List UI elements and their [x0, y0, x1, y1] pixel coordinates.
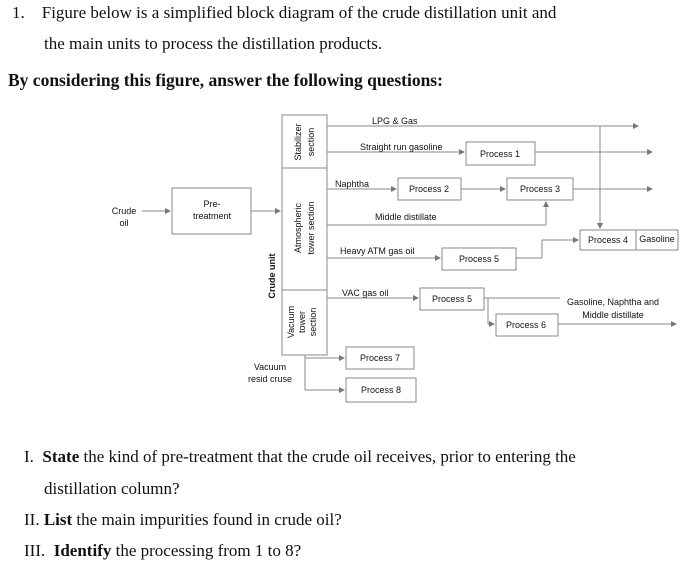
question-3-verb: Identify	[53, 541, 112, 560]
stabilizer-label-1: Stabilizer	[293, 123, 303, 160]
question-1-text: the kind of pre-treatment that the crude…	[79, 447, 576, 466]
question-2-verb: List	[43, 510, 73, 529]
process-4-label: Process 4	[588, 235, 628, 245]
process-1-label: Process 1	[480, 149, 520, 159]
process-7-label: Process 7	[360, 353, 400, 363]
process-1-box	[465, 141, 536, 166]
crude-unit-label: Crude unit	[267, 254, 277, 299]
process-5a-label: Process 5	[459, 254, 499, 264]
process-7-box	[345, 346, 415, 370]
atmospheric-label-1: Atmospheric	[293, 202, 303, 253]
pretreatment-label-1: Pre-	[203, 199, 220, 209]
question-2: II. List the main impurities found in cr…	[24, 510, 342, 530]
process-6-box	[495, 313, 559, 337]
process-2-label: Process 2	[409, 184, 449, 194]
process-3-label: Process 3	[520, 184, 560, 194]
lpg-gas-label: LPG & Gas	[372, 116, 418, 126]
question-intro-line1: 1. Figure below is a simplified block di…	[12, 3, 556, 23]
vacuum-label-1: Vacuum	[286, 306, 296, 338]
question-3: III. Identify the processing from 1 to 8…	[24, 541, 301, 561]
pretreatment-label-2: treatment	[193, 211, 232, 221]
question-intro-line2: the main units to process the distillati…	[44, 34, 383, 53]
vac-gas-oil-label: VAC gas oil	[342, 288, 388, 298]
crude-unit-column	[281, 114, 328, 356]
naphtha-label: Naphtha	[335, 179, 369, 189]
process-5a-box	[441, 247, 517, 271]
vacuum-label-2: tower	[297, 311, 307, 333]
question-1-line2: distillation column?	[44, 479, 180, 498]
question-2-text: the main impurities found in crude oil?	[72, 510, 342, 529]
vacuum-resid-label-2: resid cruse	[248, 374, 292, 384]
stabilizer-label-2: section	[306, 128, 316, 157]
question-2-label: II.	[24, 510, 40, 529]
atmospheric-label-2: tower section	[306, 201, 316, 254]
gasoline-naphtha-label-2: Middle distillate	[582, 310, 644, 320]
question-intro-text: Figure below is a simplified block diagr…	[41, 3, 557, 22]
question-1-verb: State	[42, 447, 80, 466]
process-6-label: Process 6	[506, 320, 546, 330]
gasoline-label: Gasoline	[639, 234, 675, 244]
gasoline-naphtha-label-1: Gasoline, Naphtha and	[567, 297, 659, 307]
question-3-label: III.	[24, 541, 46, 560]
vacuum-label-3: section	[308, 308, 318, 337]
crude-oil-label-1: Crude	[112, 206, 137, 216]
crude-oil-label-2: oil	[119, 218, 128, 228]
pretreatment-box	[171, 187, 252, 235]
middle-distillate-label: Middle distillate	[375, 212, 437, 222]
process-5b-box	[419, 287, 485, 311]
question-number: 1.	[12, 3, 25, 22]
question-1-label: I.	[24, 447, 34, 466]
vacuum-resid-label-1: Vacuum	[254, 362, 286, 372]
question-3-text: the processing from 1 to 8?	[111, 541, 302, 560]
question-1-line1: I. State the kind of pre-treatment that …	[24, 447, 576, 467]
process-8-label: Process 8	[361, 385, 401, 395]
process-8-box	[345, 377, 417, 403]
heavy-atm-label: Heavy ATM gas oil	[340, 246, 414, 256]
straight-run-label: Straight run gasoline	[360, 142, 443, 152]
process-5b-label: Process 5	[432, 294, 472, 304]
gasoline-box	[635, 229, 679, 251]
instruction-heading: By considering this figure, answer the f…	[8, 70, 443, 90]
